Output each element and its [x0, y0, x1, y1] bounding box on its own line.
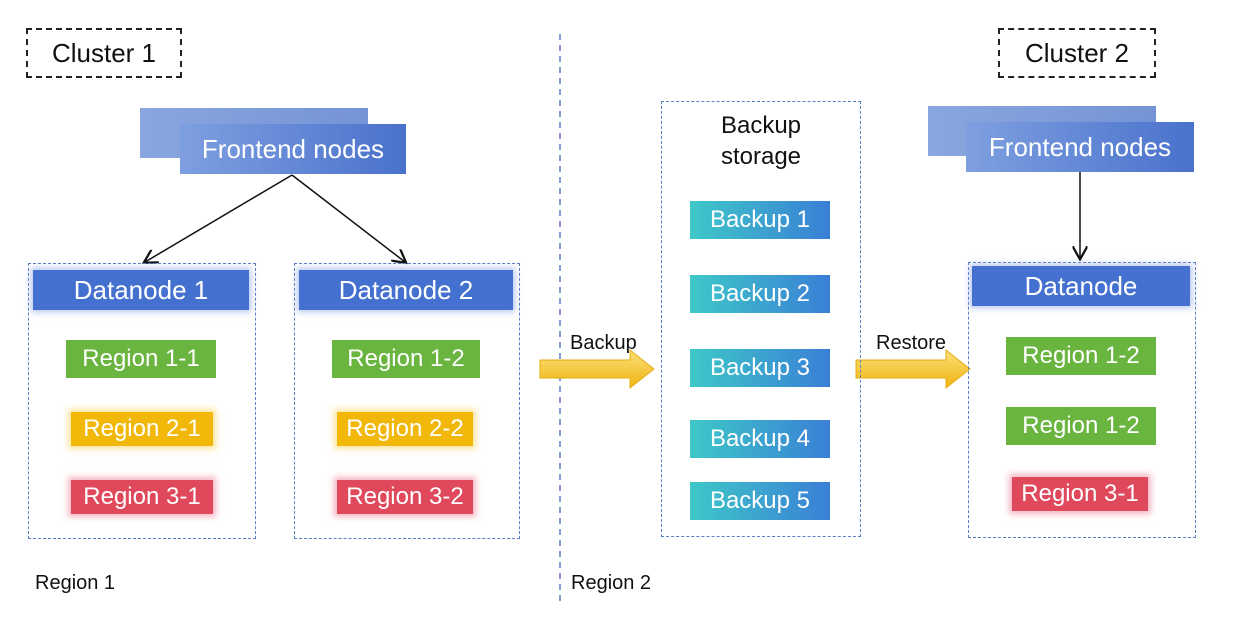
- datanode1-region-3: Region 3-1: [71, 480, 213, 514]
- backup-storage-title-line2: storage: [720, 143, 802, 170]
- cluster2-region-1: Region 1-2: [1006, 337, 1156, 375]
- cluster2-frontend-nodes: Frontend nodes: [966, 122, 1194, 172]
- datanode2-box: [294, 263, 520, 539]
- backup-arrow: [539, 348, 655, 390]
- cluster2-region-3: Region 3-1: [1012, 477, 1148, 511]
- datanode1-region-2: Region 2-1: [71, 412, 213, 446]
- datanode1-header: Datanode 1: [33, 270, 249, 310]
- restore-arrow: [855, 348, 971, 390]
- arrow-frontend-to-datanode2: [291, 174, 405, 262]
- backup-storage-title-line1: Backup: [720, 112, 802, 139]
- cluster2-datanode-header: Datanode: [972, 266, 1190, 306]
- backup-item-4: Backup 4: [690, 420, 830, 458]
- region1-label: Region 1: [35, 572, 116, 594]
- backup-arrow-label: Backup: [570, 332, 637, 354]
- backup-item-2: Backup 2: [690, 275, 830, 313]
- backup-item-3: Backup 3: [690, 349, 830, 387]
- cluster2-datanode-box: [968, 262, 1196, 538]
- datanode2-region-2: Region 2-2: [337, 412, 473, 446]
- arrow-frontend-to-datanode1: [145, 174, 293, 262]
- restore-arrow-label: Restore: [876, 332, 947, 354]
- datanode2-region-3: Region 3-2: [337, 480, 473, 514]
- datanode1-region-1: Region 1-1: [66, 340, 216, 378]
- datanode1-box: [28, 263, 256, 539]
- backup-storage-title: Backup storage: [661, 110, 861, 172]
- cluster2-region-2: Region 1-2: [1006, 407, 1156, 445]
- backup-storage-box: [661, 101, 861, 537]
- backup-item-1: Backup 1: [690, 201, 830, 239]
- cluster1-frontend-nodes: Frontend nodes: [180, 124, 406, 174]
- backup-item-5: Backup 5: [690, 482, 830, 520]
- datanode2-header: Datanode 2: [299, 270, 513, 310]
- cluster2-title: Cluster 2: [998, 28, 1156, 78]
- region2-label: Region 2: [571, 572, 652, 594]
- datanode2-region-1: Region 1-2: [332, 340, 480, 378]
- cluster1-title: Cluster 1: [26, 28, 182, 78]
